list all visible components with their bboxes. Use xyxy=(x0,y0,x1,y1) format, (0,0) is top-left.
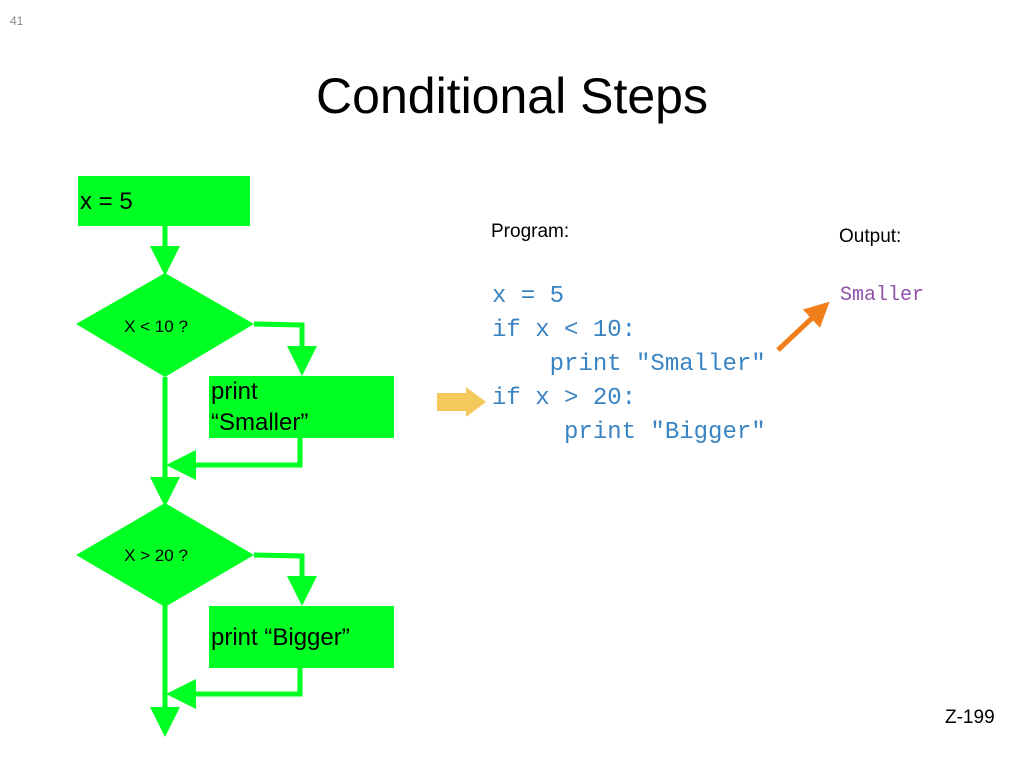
program-heading: Program: xyxy=(491,221,570,242)
decision-1-label: X < 10 ? xyxy=(124,317,188,336)
flow-arrow-true-bigger xyxy=(253,552,317,606)
flow-arrow-smaller-return xyxy=(166,438,303,480)
program-code: x = 5 if x < 10: print "Smaller" if x > 20… xyxy=(492,280,766,450)
output-text: Smaller xyxy=(840,284,925,307)
assignment-box: x = 5 xyxy=(78,176,250,226)
output-heading: Output: xyxy=(839,226,902,247)
flow-arrow-bigger-return xyxy=(166,668,303,709)
decision-diamond-2 xyxy=(76,503,254,607)
code-line: if x > 20: xyxy=(492,385,637,412)
code-line: if x < 10: xyxy=(492,317,637,344)
code-line: x = 5 xyxy=(492,283,565,310)
print-smaller-box: print “Smaller” xyxy=(209,376,394,438)
code-line: print "Smaller" xyxy=(492,351,766,378)
output-link-arrow xyxy=(776,301,830,352)
slide-number: 41 xyxy=(10,14,24,28)
footer-label: Z-199 xyxy=(945,707,995,728)
flow-arrow-true-smaller xyxy=(253,321,317,376)
current-line-pointer-arrow xyxy=(437,387,486,417)
decision-2-label: X > 20 ? xyxy=(124,546,188,565)
decision-diamond-1 xyxy=(76,273,254,377)
print-bigger-box: print “Bigger” xyxy=(209,606,394,668)
slide-title: Conditional Steps xyxy=(316,68,708,124)
code-line: print "Bigger" xyxy=(492,419,766,446)
